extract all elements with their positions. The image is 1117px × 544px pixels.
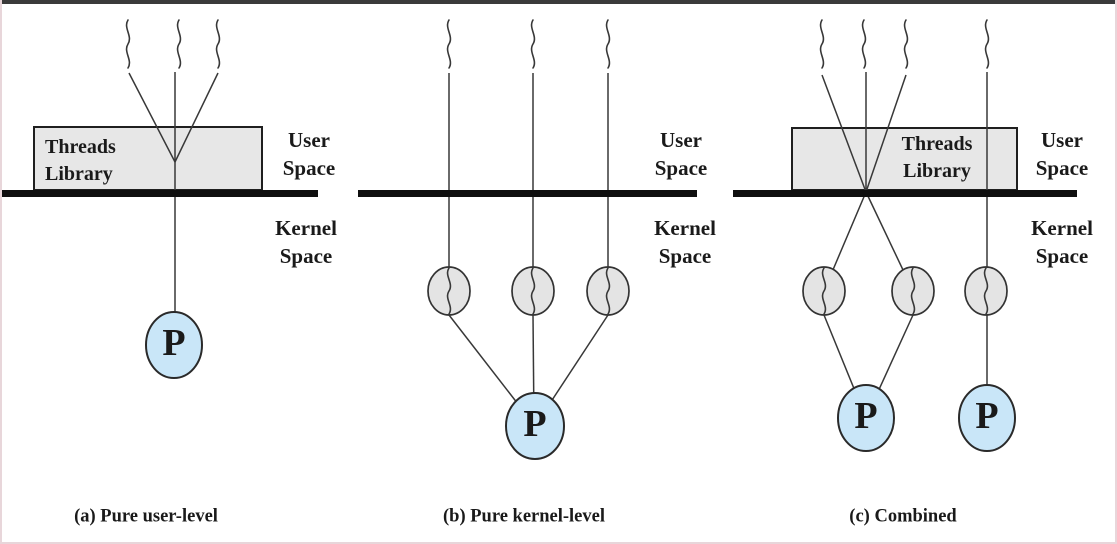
- user-thread-squiggle: [984, 19, 990, 69]
- threads-library-line1: Threads: [45, 136, 116, 158]
- user-thread-squiggle: [903, 19, 909, 69]
- user-space-line1: User: [288, 128, 330, 152]
- user-thread-squiggle: [605, 19, 611, 69]
- user-space-label-c: User Space: [1036, 126, 1089, 182]
- threads-library-label-a: Threads Library: [45, 134, 116, 188]
- threads-library-box: [33, 126, 263, 191]
- threads-library-label-c: Threads Library: [902, 131, 973, 185]
- kernel-space-line1: Kernel: [654, 216, 716, 240]
- user-space-line1: User: [1041, 128, 1083, 152]
- user-thread-squiggle: [176, 19, 182, 69]
- threads-library-box: [791, 127, 1018, 191]
- thread-line: [865, 74, 907, 193]
- panel-c-diagram: [733, 19, 1077, 452]
- user-thread-squiggle: [446, 19, 452, 69]
- kernel-space-line2: Space: [279, 244, 333, 268]
- frame-left-edge: [0, 0, 2, 544]
- user-space-line2: Space: [1035, 156, 1089, 180]
- caption-b: (b) Pure kernel-level: [442, 506, 606, 527]
- kernel-space-line2: Space: [1035, 244, 1089, 268]
- process-circle: [837, 384, 895, 452]
- kernel-space-line1: Kernel: [275, 216, 337, 240]
- user-thread-squiggle: [125, 19, 131, 69]
- user-space-line2: Space: [654, 156, 708, 180]
- caption-a: (a) Pure user-level: [74, 506, 218, 527]
- frame-right-edge: [1115, 0, 1117, 544]
- kernel-space-label-a: Kernel Space: [275, 214, 337, 270]
- frame-bottom-edge: [0, 542, 1117, 544]
- threads-library-line2: Library: [903, 160, 971, 182]
- kernel-thread-squiggle: [530, 267, 536, 315]
- user-thread-squiggle: [819, 19, 825, 69]
- kernel-thread-squiggle: [910, 267, 916, 315]
- process-circle: [505, 392, 565, 460]
- kernel-thread-squiggle: [983, 267, 989, 315]
- caption-c: (c) Combined: [849, 506, 957, 527]
- kernel-space-label-b: Kernel Space: [654, 214, 716, 270]
- user-space-label-a: User Space: [283, 126, 336, 182]
- user-thread-squiggle: [530, 19, 536, 69]
- process-label-c2: P: [975, 395, 999, 438]
- process-circle: [958, 384, 1016, 452]
- user-space-label-b: User Space: [655, 126, 708, 182]
- panel-b-diagram: [358, 19, 697, 460]
- threads-library-line2: Library: [45, 163, 113, 185]
- kernel-thread-squiggle: [446, 267, 452, 315]
- user-space-line1: User: [660, 128, 702, 152]
- kernel-space-label-c: Kernel Space: [1031, 214, 1093, 270]
- process-label-a: P: [162, 322, 186, 365]
- user-kernel-boundary: [733, 190, 1077, 197]
- user-kernel-boundary: [2, 190, 318, 197]
- thread-line: [174, 72, 219, 163]
- kernel-space-line1: Kernel: [1031, 216, 1093, 240]
- thread-line: [128, 72, 176, 163]
- process-circle: [145, 311, 203, 379]
- kernel-thread-squiggle: [605, 267, 611, 315]
- kernel-thread-squiggle: [821, 267, 827, 315]
- process-label-b: P: [523, 403, 547, 446]
- panel-a-diagram: [2, 19, 318, 379]
- user-thread-squiggle: [215, 19, 221, 69]
- thread-line: [821, 74, 867, 193]
- process-label-c1: P: [854, 395, 878, 438]
- kernel-space-line2: Space: [658, 244, 712, 268]
- threads-library-line1: Threads: [901, 133, 973, 155]
- frame-top-edge: [0, 0, 1117, 4]
- user-kernel-boundary: [358, 190, 697, 197]
- user-space-line2: Space: [282, 156, 336, 180]
- user-thread-squiggle: [861, 19, 867, 69]
